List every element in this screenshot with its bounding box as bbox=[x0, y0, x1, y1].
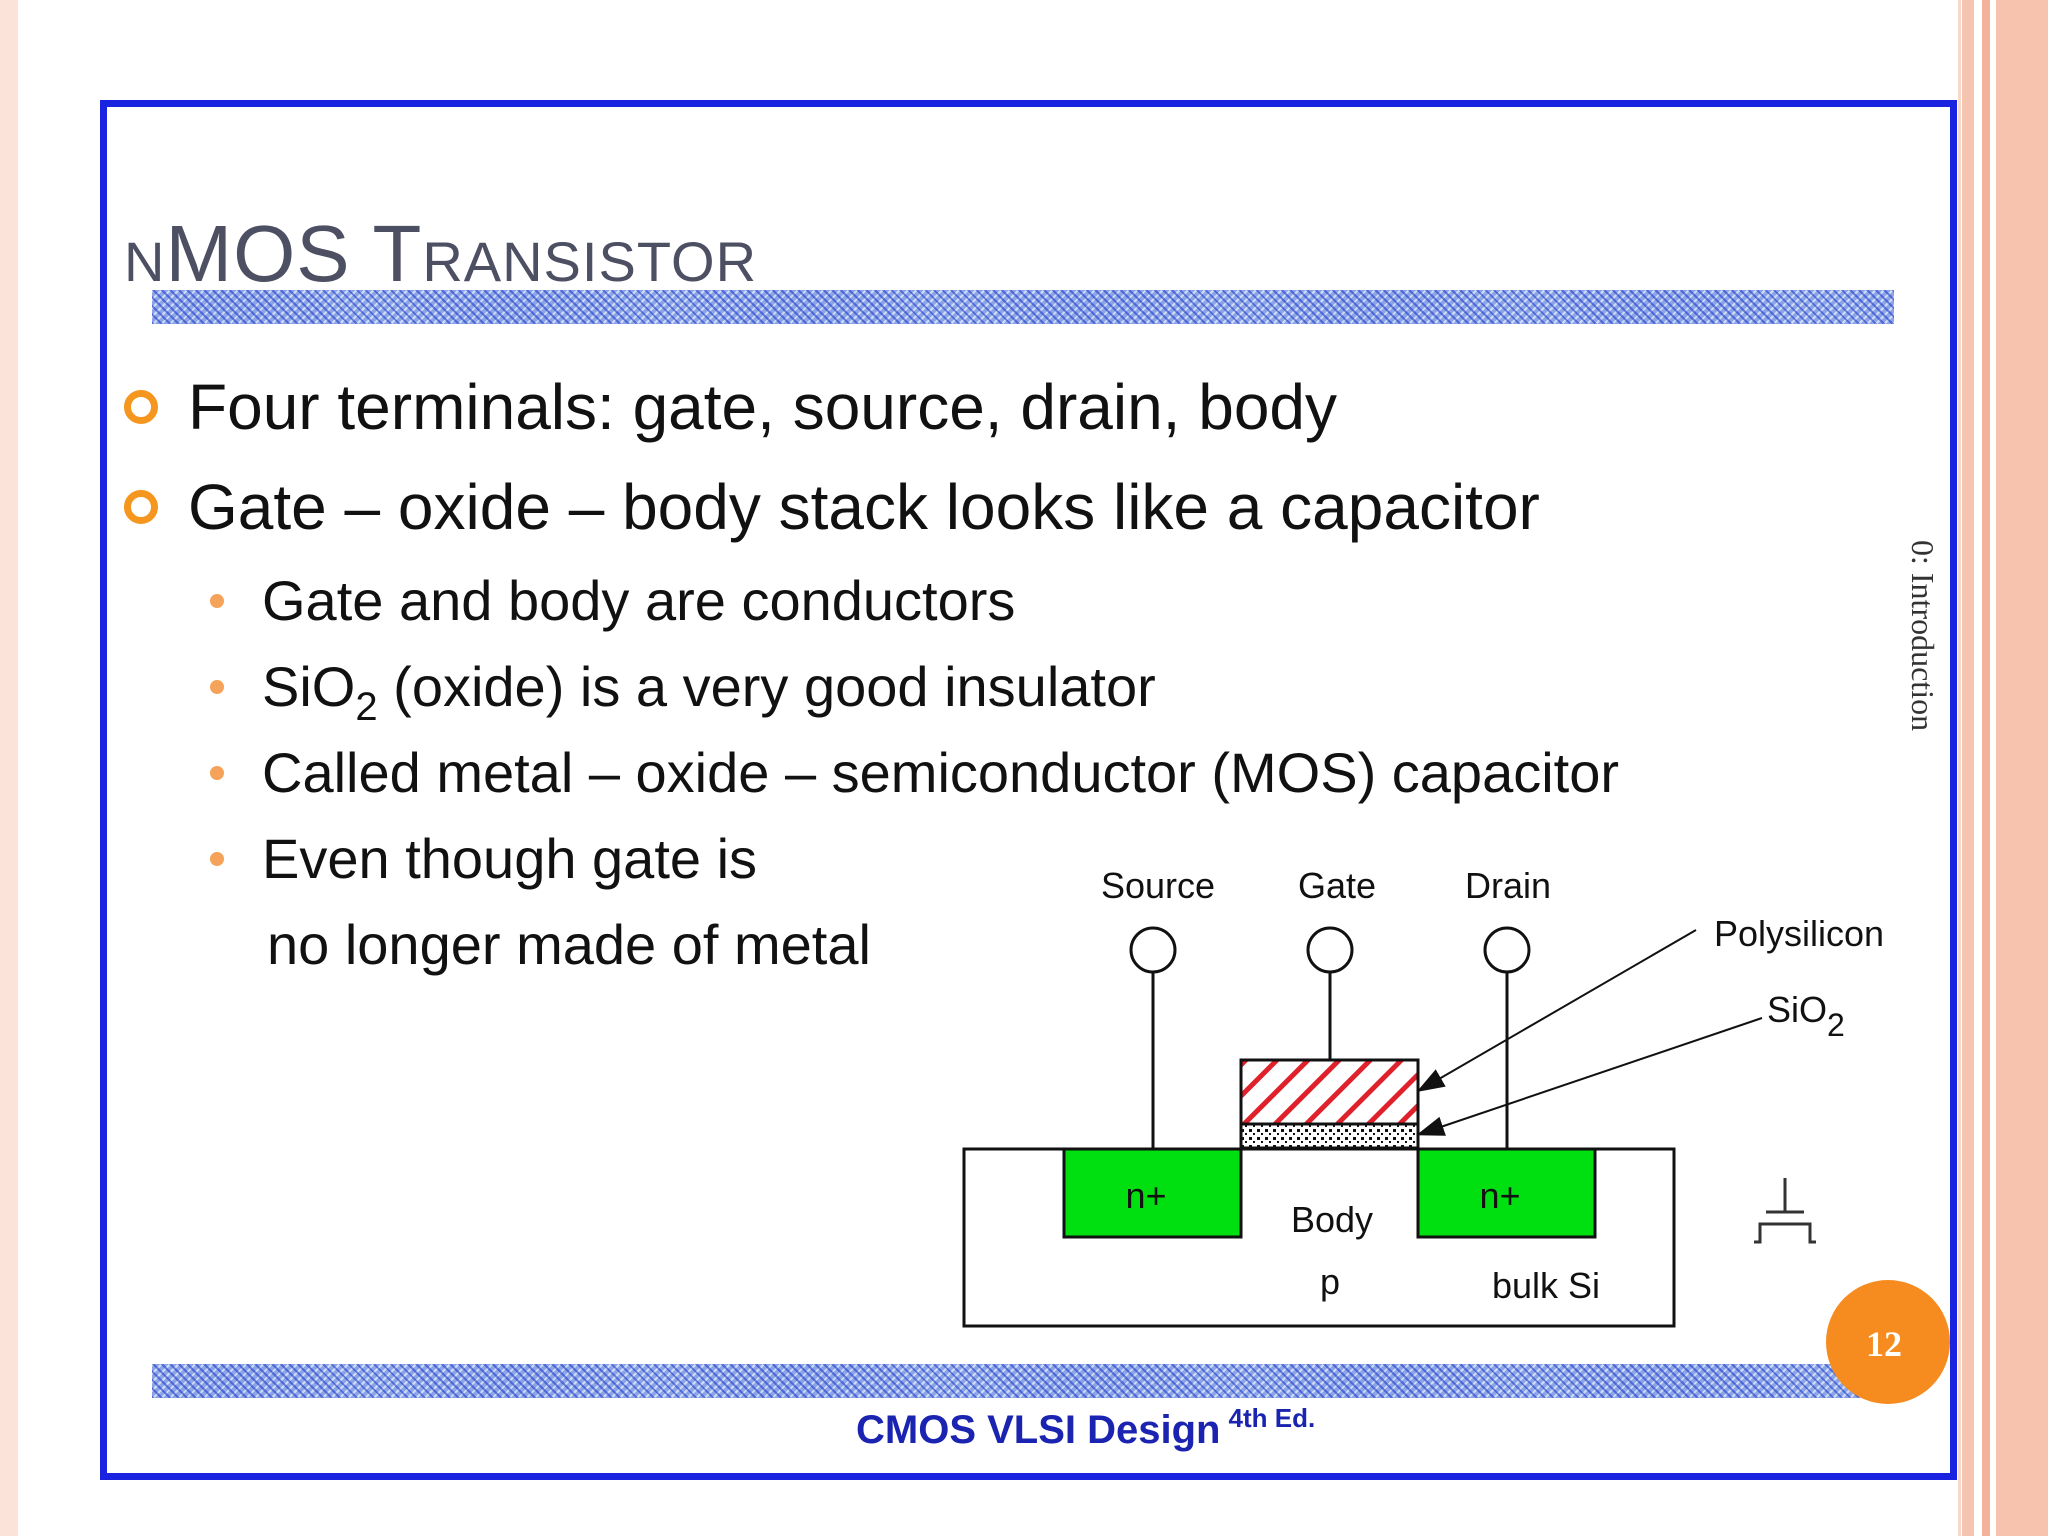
sub-bullet-text: Even though gate is bbox=[262, 827, 758, 890]
sub-bullet-text-rest: (oxide) is a very good insulator bbox=[377, 655, 1156, 718]
body-label: Body bbox=[1291, 1199, 1373, 1240]
right-edge-stripe bbox=[1958, 0, 1961, 1536]
bullet-text: Four terminals: gate, source, drain, bod… bbox=[188, 371, 1337, 443]
n-plus-drain-region bbox=[1416, 1147, 1597, 1239]
n-plus-right-label: n+ bbox=[1479, 1175, 1520, 1216]
bullet-item: Gate – oxide – body stack looks like a c… bbox=[124, 470, 1540, 544]
drain-label: Drain bbox=[1465, 865, 1551, 906]
dot-bullet-icon bbox=[210, 593, 224, 608]
sub-bullet-item: Called metal – oxide – semiconductor (MO… bbox=[210, 740, 1619, 805]
sub-bullet-item: SiO2 (oxide) is a very good insulator bbox=[210, 654, 1156, 727]
source-terminal-circle bbox=[1129, 926, 1177, 974]
nmos-symbol-icon bbox=[1754, 1178, 1816, 1244]
sio2-arrow bbox=[1416, 1017, 1763, 1136]
drain-terminal-circle bbox=[1483, 926, 1531, 974]
p-type-label: p bbox=[1320, 1261, 1340, 1302]
sub-bullet-text: Called metal – oxide – semiconductor (MO… bbox=[262, 741, 1620, 804]
page-number-badge: 12 bbox=[1826, 1280, 1950, 1404]
polysilicon-gate bbox=[1239, 1058, 1420, 1126]
footer-edition: 4th Ed. bbox=[1228, 1403, 1316, 1433]
sio2-callout-label: SiO2 bbox=[1767, 989, 1845, 1043]
source-label: Source bbox=[1101, 865, 1215, 906]
sub-bullet-item: Even though gate is bbox=[210, 826, 757, 891]
footer-text: CMOS VLSI Design bbox=[856, 1408, 1221, 1452]
gate-label: Gate bbox=[1298, 865, 1376, 906]
left-edge-stripe bbox=[0, 0, 18, 1536]
sub-bullet-item: Gate and body are conductors bbox=[210, 568, 1015, 633]
slide-title: nMOS Transistor bbox=[124, 209, 758, 298]
right-edge-stripe bbox=[1982, 0, 1990, 1536]
sub-bullet-text: SiO2 (oxide) is a very good insulator bbox=[262, 654, 1156, 727]
dot-bullet-icon bbox=[210, 851, 224, 866]
ring-bullet-icon bbox=[124, 390, 158, 424]
bulk-si-label: bulk Si bbox=[1492, 1265, 1600, 1306]
n-plus-left-label: n+ bbox=[1125, 1175, 1166, 1216]
bullet-item: Four terminals: gate, source, drain, bod… bbox=[124, 370, 1337, 444]
title-divider bbox=[152, 290, 1894, 324]
sub-bullet-continuation: no longer made of metal bbox=[267, 913, 871, 976]
gate-oxide-layer bbox=[1239, 1122, 1420, 1150]
footer-divider bbox=[152, 1364, 1894, 1398]
right-edge-stripe bbox=[1962, 0, 1974, 1536]
dot-bullet-icon bbox=[210, 679, 224, 694]
n-plus-source-region bbox=[1062, 1147, 1243, 1239]
gate-terminal-circle bbox=[1306, 926, 1354, 974]
polysilicon-arrow bbox=[1416, 929, 1697, 1093]
right-edge-stripe bbox=[1996, 0, 2048, 1536]
dot-bullet-icon bbox=[210, 765, 224, 780]
ring-bullet-icon bbox=[124, 490, 158, 524]
bullet-text: Gate – oxide – body stack looks like a c… bbox=[188, 471, 1540, 543]
sio2-text: SiO bbox=[262, 655, 356, 718]
sio2-subscript: 2 bbox=[355, 685, 378, 729]
polysilicon-label: Polysilicon bbox=[1714, 913, 1884, 954]
sub-bullet-text: Gate and body are conductors bbox=[262, 569, 1016, 632]
section-side-label: 0: Introduction bbox=[1905, 540, 1941, 732]
